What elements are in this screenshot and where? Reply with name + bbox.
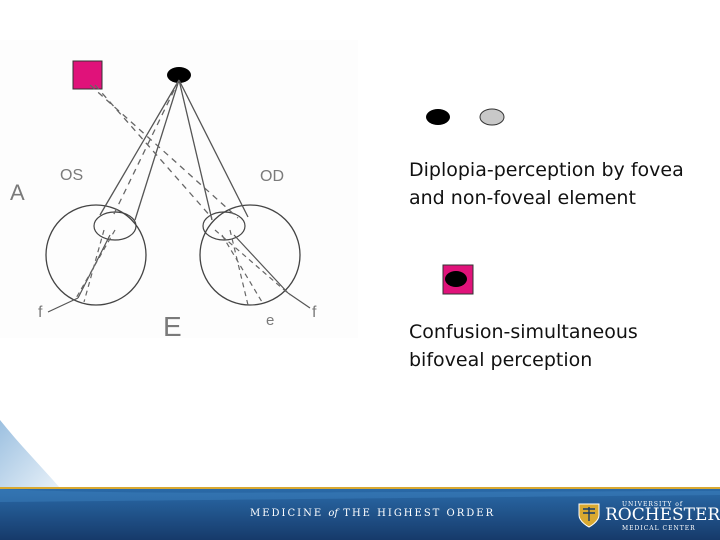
diplopia-line-2: and non-foveal element bbox=[409, 187, 636, 209]
motto-of: of bbox=[328, 508, 339, 519]
label-f-right: f bbox=[312, 304, 317, 321]
confusion-symbol bbox=[442, 264, 474, 295]
eye-ray-diagram: A OS OD f f e E bbox=[0, 40, 360, 340]
logo-name: ROCHESTER bbox=[605, 505, 720, 525]
label-f-left: f bbox=[38, 304, 43, 321]
label-e: e bbox=[266, 312, 274, 329]
label-e-big: E bbox=[163, 311, 182, 340]
black-disc-overlay-icon bbox=[445, 271, 467, 287]
black-fixation-object bbox=[167, 67, 191, 83]
logo-university: UNIVERSITY of bbox=[622, 501, 684, 508]
gray-disc-icon bbox=[479, 108, 505, 126]
left-eye-os bbox=[45, 204, 147, 306]
university-logo: UNIVERSITY of ROCHESTER MEDICAL CENTER bbox=[578, 498, 720, 534]
confusion-line-1: Confusion-simultaneous bbox=[409, 321, 638, 343]
diplopia-description: Diplopia-perception by fovea and non-fov… bbox=[409, 156, 684, 212]
footer-motto: Medicine of the Highest Order bbox=[250, 508, 495, 519]
diplopia-symbols bbox=[426, 108, 505, 126]
footer-band bbox=[0, 420, 720, 540]
label-od: OD bbox=[260, 168, 284, 185]
label-os: OS bbox=[60, 167, 83, 184]
motto-part-1: Medicine bbox=[250, 508, 324, 519]
confusion-line-2: bifoveal perception bbox=[409, 349, 593, 371]
shield-icon bbox=[578, 503, 600, 528]
label-a: A bbox=[10, 180, 25, 205]
confusion-description: Confusion-simultaneous bifoveal percepti… bbox=[409, 318, 638, 374]
black-disc-icon bbox=[426, 109, 450, 125]
logo-sub: MEDICAL CENTER bbox=[622, 525, 696, 532]
motto-part-2: the Highest Order bbox=[343, 508, 496, 519]
diplopia-line-1: Diplopia-perception by fovea bbox=[409, 159, 684, 181]
right-eye-od bbox=[199, 204, 301, 306]
magenta-square-object bbox=[72, 60, 103, 90]
